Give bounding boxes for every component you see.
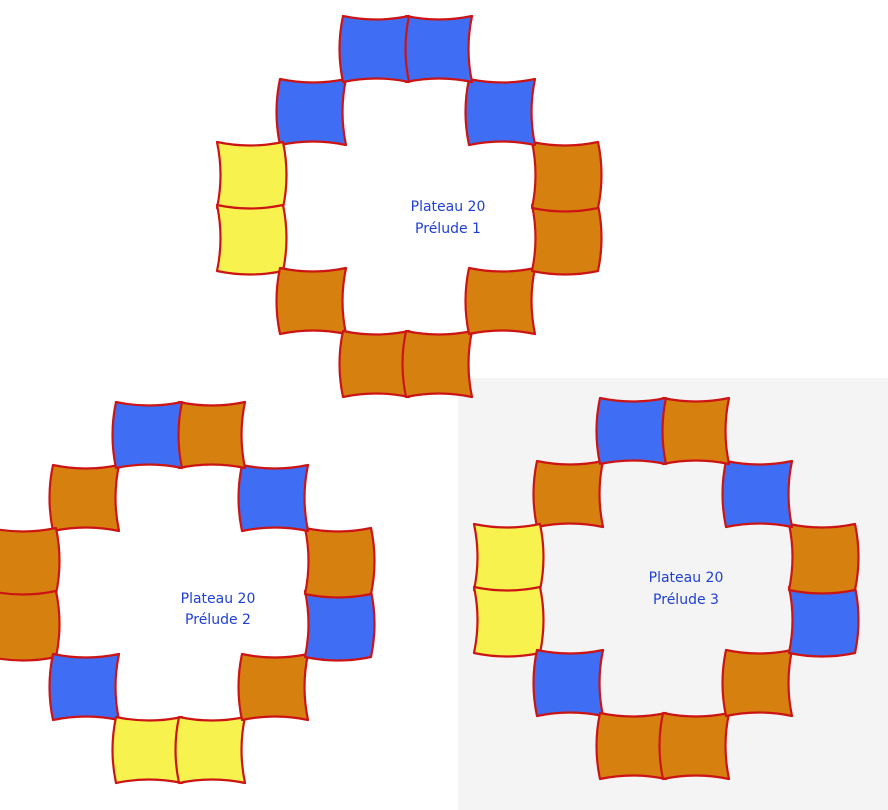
tile-orange [277, 268, 347, 334]
plateau-title: Plateau 20 [411, 199, 486, 215]
tile-blue [50, 654, 120, 720]
tile-orange [466, 268, 536, 334]
tile-orange [340, 331, 410, 397]
tile-blue [113, 402, 183, 468]
tile-orange [403, 331, 473, 397]
tile-blue [597, 398, 667, 464]
plateau-prelude-1: Plateau 20 Prélude 1 [217, 16, 602, 397]
plateau-title: Plateau 20 [649, 570, 724, 586]
tile-orange [532, 205, 602, 275]
tile-orange [305, 528, 375, 598]
tile-orange [597, 713, 667, 779]
plateau-subtitle: Prélude 2 [185, 612, 251, 628]
tile-orange [0, 591, 60, 661]
tile-yellow [217, 205, 287, 275]
plateau-subtitle: Prélude 1 [415, 221, 481, 237]
tile-orange [50, 465, 120, 531]
tile-yellow [474, 587, 544, 657]
tile-blue [239, 465, 309, 531]
tile-blue [340, 16, 410, 82]
plateau-prelude-2: Plateau 20 Prélude 2 [0, 402, 375, 783]
plateau-subtitle: Prélude 3 [653, 592, 719, 608]
tile-orange [176, 402, 246, 468]
tile-yellow [474, 524, 544, 594]
tile-orange [723, 650, 793, 716]
tile-yellow [176, 717, 246, 783]
plateau-title: Plateau 20 [181, 591, 256, 607]
tile-blue [305, 591, 375, 661]
tile-blue [403, 16, 473, 82]
tile-orange [532, 142, 602, 212]
tile-blue [466, 79, 536, 145]
tile-orange [534, 461, 604, 527]
tile-blue [789, 587, 859, 657]
tile-orange [789, 524, 859, 594]
tile-blue [534, 650, 604, 716]
tile-orange [660, 398, 730, 464]
tile-blue [277, 79, 347, 145]
tile-orange [660, 713, 730, 779]
tile-yellow [217, 142, 287, 212]
tile-blue [723, 461, 793, 527]
tile-orange [0, 528, 60, 598]
tile-orange [239, 654, 309, 720]
tile-yellow [113, 717, 183, 783]
